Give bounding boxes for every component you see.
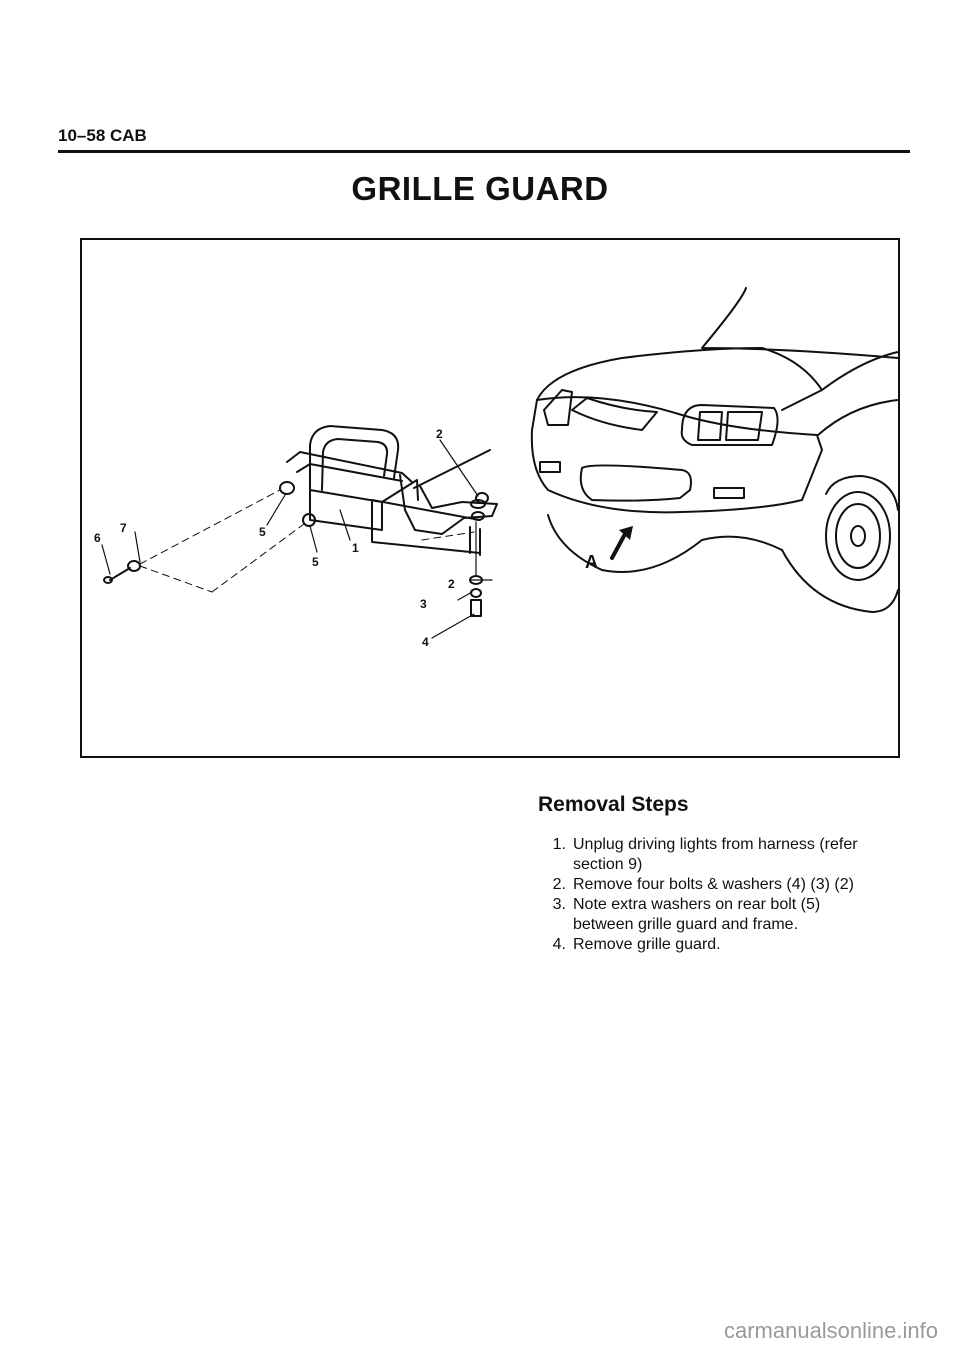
page-section-header: 10–58 CAB	[58, 126, 147, 145]
removal-step: 4. Remove grille guard.	[538, 935, 868, 955]
removal-step: 1. Unplug driving lights from harness (r…	[538, 835, 868, 875]
callout-3: 3	[420, 597, 427, 611]
header-rule	[58, 150, 910, 153]
step-number: 1.	[552, 836, 566, 853]
callout-7: 7	[120, 521, 127, 535]
step-text: Note extra washers on rear bolt (5) betw…	[573, 896, 821, 933]
removal-step: 3. Note extra washers on rear bolt (5) b…	[538, 895, 868, 935]
callout-4: 4	[422, 635, 429, 649]
grille-guard-part	[279, 425, 498, 556]
callout-2-lower: 2	[448, 577, 455, 591]
view-label-a: A	[585, 552, 598, 572]
vehicle-front-view	[530, 287, 898, 613]
exploded-view-drawing: 2 7 6 5 5 1 2 3 4 A	[94, 287, 898, 649]
step-text: Remove four bolts & washers (4) (3) (2)	[573, 876, 854, 893]
callout-2-upper: 2	[436, 427, 443, 441]
removal-step: 2. Remove four bolts & washers (4) (3) (…	[538, 875, 868, 895]
step-text: Remove grille guard.	[573, 936, 721, 953]
step-text: Unplug driving lights from harness (refe…	[573, 836, 858, 873]
step-number: 3.	[552, 896, 566, 913]
page-title: GRILLE GUARD	[351, 170, 609, 207]
step-number: 2.	[552, 876, 566, 893]
watermark-link[interactable]: carmanualsonline.info	[723, 1318, 938, 1343]
removal-steps: Removal Steps 1. Unplug driving lights f…	[538, 793, 868, 955]
callout-5-lower: 5	[312, 555, 319, 569]
arrow-head	[619, 526, 633, 540]
bolt-hardware-set	[103, 499, 486, 617]
step-number: 4.	[552, 936, 566, 953]
grille-guard-illustration: 2 7 6 5 5 1 2 3 4 A	[80, 238, 900, 758]
leader-lines	[101, 439, 493, 639]
removal-steps-heading: Removal Steps	[538, 793, 689, 816]
callout-6: 6	[94, 531, 101, 545]
callout-1: 1	[352, 541, 359, 555]
callout-5-upper: 5	[259, 525, 266, 539]
view-arrow	[610, 532, 627, 560]
alignment-dashes	[139, 489, 475, 593]
